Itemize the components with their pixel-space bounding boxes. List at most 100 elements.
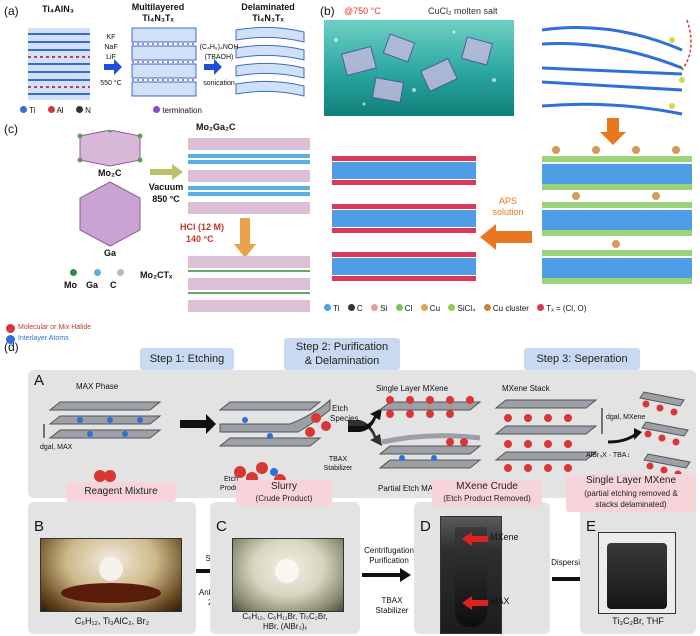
arrow-a1 xyxy=(104,59,122,75)
slurry-caption-1: C₆H₁₂, C₆H₁₁Br, Ti₃C₂Br, xyxy=(242,612,328,621)
step1-temp: 550 °C xyxy=(100,80,122,87)
purification-label: Purification xyxy=(369,556,409,565)
legend-b-c: C xyxy=(356,304,363,313)
legend-n: N xyxy=(85,106,91,115)
exfoliated-sheets xyxy=(639,391,691,469)
panel-b-left-arrow xyxy=(480,224,532,250)
mxene-label: MXene xyxy=(490,532,519,542)
arrow-a2 xyxy=(204,59,222,75)
reagent-caption: C₆H₁₂, Ti₃AlC₂, Br₂ xyxy=(74,616,150,626)
ti3c2br-caption: Ti₃C₂Br, THF xyxy=(612,616,664,626)
panel-a: (a) Ti₄AlN₃ Multilayered Ti₄N₃Tₓ Delamin… xyxy=(0,0,318,118)
etch-species-1: Etch xyxy=(332,404,349,413)
panel-b-letter: (b) xyxy=(320,4,335,18)
panel-c-letter: (c) xyxy=(4,122,18,136)
mxene-stack xyxy=(494,399,603,472)
centrifugation-label: Centrifugation xyxy=(364,546,414,555)
aps-label-1: APS xyxy=(498,196,517,206)
legend-b-sicl4: SiCl₄ xyxy=(457,304,476,313)
panel-c-top-stack xyxy=(188,138,310,214)
panel-b-left-stack xyxy=(332,156,476,281)
tbax-1: TBAX xyxy=(328,456,348,463)
reagent-dimer xyxy=(94,470,116,482)
panel-d-D-letter: D xyxy=(420,518,431,535)
multilayered-title-2: Ti₄N₃Tₓ xyxy=(142,13,174,23)
split-arrow xyxy=(348,408,382,446)
panel-a-letter: (a) xyxy=(4,4,19,18)
panel-b-right-stack xyxy=(542,146,692,284)
etched-layers xyxy=(218,398,331,486)
legend-b-ti: Ti xyxy=(333,304,340,313)
max-phase-layers xyxy=(43,401,162,439)
delaminated-title-2: Ti₄N₃Tₓ xyxy=(252,13,284,23)
panel-c: (c) Mo₂Ga₂C Mo₂C Ga Vacuum 850 °C HCl (1… xyxy=(0,120,318,318)
step1-box: Step 1: Etching xyxy=(140,348,234,370)
slurry-box: Slurry (Crude Product) xyxy=(236,480,332,506)
ga-label: Ga xyxy=(104,248,117,258)
delaminated-title-1: Delaminated xyxy=(241,2,295,12)
panel-a-structures xyxy=(28,26,305,100)
legend-b-cu: Cu xyxy=(429,304,441,313)
mxene-stack-label: MXene Stack xyxy=(502,384,550,393)
mo2c-label: Mo₂C xyxy=(98,168,122,178)
dispersion-label: Dispersion xyxy=(551,558,589,567)
step3-box: Step 3: Seperation xyxy=(524,348,640,370)
single-layer-title: Single Layer MXene xyxy=(585,475,677,486)
delaminated-structure xyxy=(235,26,305,97)
slurry-photo xyxy=(232,538,344,612)
vacuum-label-2: 850 °C xyxy=(152,194,180,204)
albr3-label: AlBr₃X · TBA↓ xyxy=(586,452,630,459)
panel-d-A-schematic xyxy=(43,391,691,486)
tbax-2: Stabilizer xyxy=(323,465,353,472)
slurry-title: Slurry xyxy=(270,481,298,492)
tbaoh-name: (TBAOH) xyxy=(204,54,234,61)
panel-b-etching-stack xyxy=(541,19,692,116)
panel-a-legend: Ti Al N termination xyxy=(20,106,320,115)
legend-c-c: C xyxy=(110,280,117,290)
arrow-c-d xyxy=(362,568,411,582)
molecular-halide-dot xyxy=(6,324,15,333)
mxene-crude-title: MXene Crude xyxy=(456,481,518,492)
legend-b-si: Si xyxy=(380,304,388,313)
etch-product-2: Product xyxy=(220,485,245,492)
arrow-to-sheets xyxy=(607,432,637,444)
sonication-label: sonication xyxy=(203,80,235,87)
reagent-lif: LiF xyxy=(106,54,116,61)
legend-molecular: Molecular or Mix Halide xyxy=(18,324,92,331)
arrow-d-A1 xyxy=(180,414,216,434)
dgal-mxene-label: dgal, MXene xyxy=(606,414,646,421)
legend-interlayer: Interlayer Atoms xyxy=(18,335,69,342)
legend-c-ga: Ga xyxy=(86,280,99,290)
interlayer-atom-dot xyxy=(6,335,15,344)
ti4aln3-title: Ti₄AlN₃ xyxy=(42,4,74,14)
single-layer-label: Single Layer MXene xyxy=(376,384,449,393)
mxene-crude-box: MXene Crude (Etch Product Removed) xyxy=(432,480,542,506)
panel-c-right-arrow xyxy=(150,164,183,180)
step2-line2: & Delamination xyxy=(304,355,380,367)
dgal-max-label: dgal, MAX xyxy=(40,444,73,451)
legend-b-tx: Tₓ = (Cl, O) xyxy=(546,304,587,313)
panel-c-bottom-stack xyxy=(188,256,310,312)
step2-line1: Step 2: Purification xyxy=(295,341,389,353)
panel-c-down-arrow xyxy=(234,218,256,258)
max-label: MAX xyxy=(490,596,510,606)
mxene-crude-subtitle: (Etch Product Removed) xyxy=(443,494,531,503)
reagent-mixture-box: Reagent Mixture xyxy=(66,482,176,502)
dispersion-photo xyxy=(598,532,676,614)
multilayer-structure xyxy=(131,27,197,97)
single-layer-mxene xyxy=(378,396,482,418)
legend-b-cl: Cl xyxy=(404,304,413,313)
etch-product-1: Etch xyxy=(224,476,239,483)
legend-al: Al xyxy=(56,106,64,115)
single-layer-box: Single Layer MXene (partial etching remo… xyxy=(566,474,696,512)
partial-etch-max xyxy=(378,433,482,469)
tbax-label-c: TBAX xyxy=(381,596,403,605)
legend-termination: termination xyxy=(162,106,202,115)
hcl-label-1: HCl (12 M) xyxy=(180,222,225,232)
slurry-caption-2: HBr, (AlBr₃)ₓ xyxy=(262,622,308,631)
mo2ga2c-label: Mo₂Ga₂C xyxy=(196,122,236,132)
panel-d-C-letter: C xyxy=(216,518,227,535)
single-layer-sub2: stacks delaminated) xyxy=(595,500,667,509)
vacuum-label-1: Vacuum xyxy=(148,182,184,192)
multilayered-title-1: Multilayered xyxy=(131,2,185,12)
